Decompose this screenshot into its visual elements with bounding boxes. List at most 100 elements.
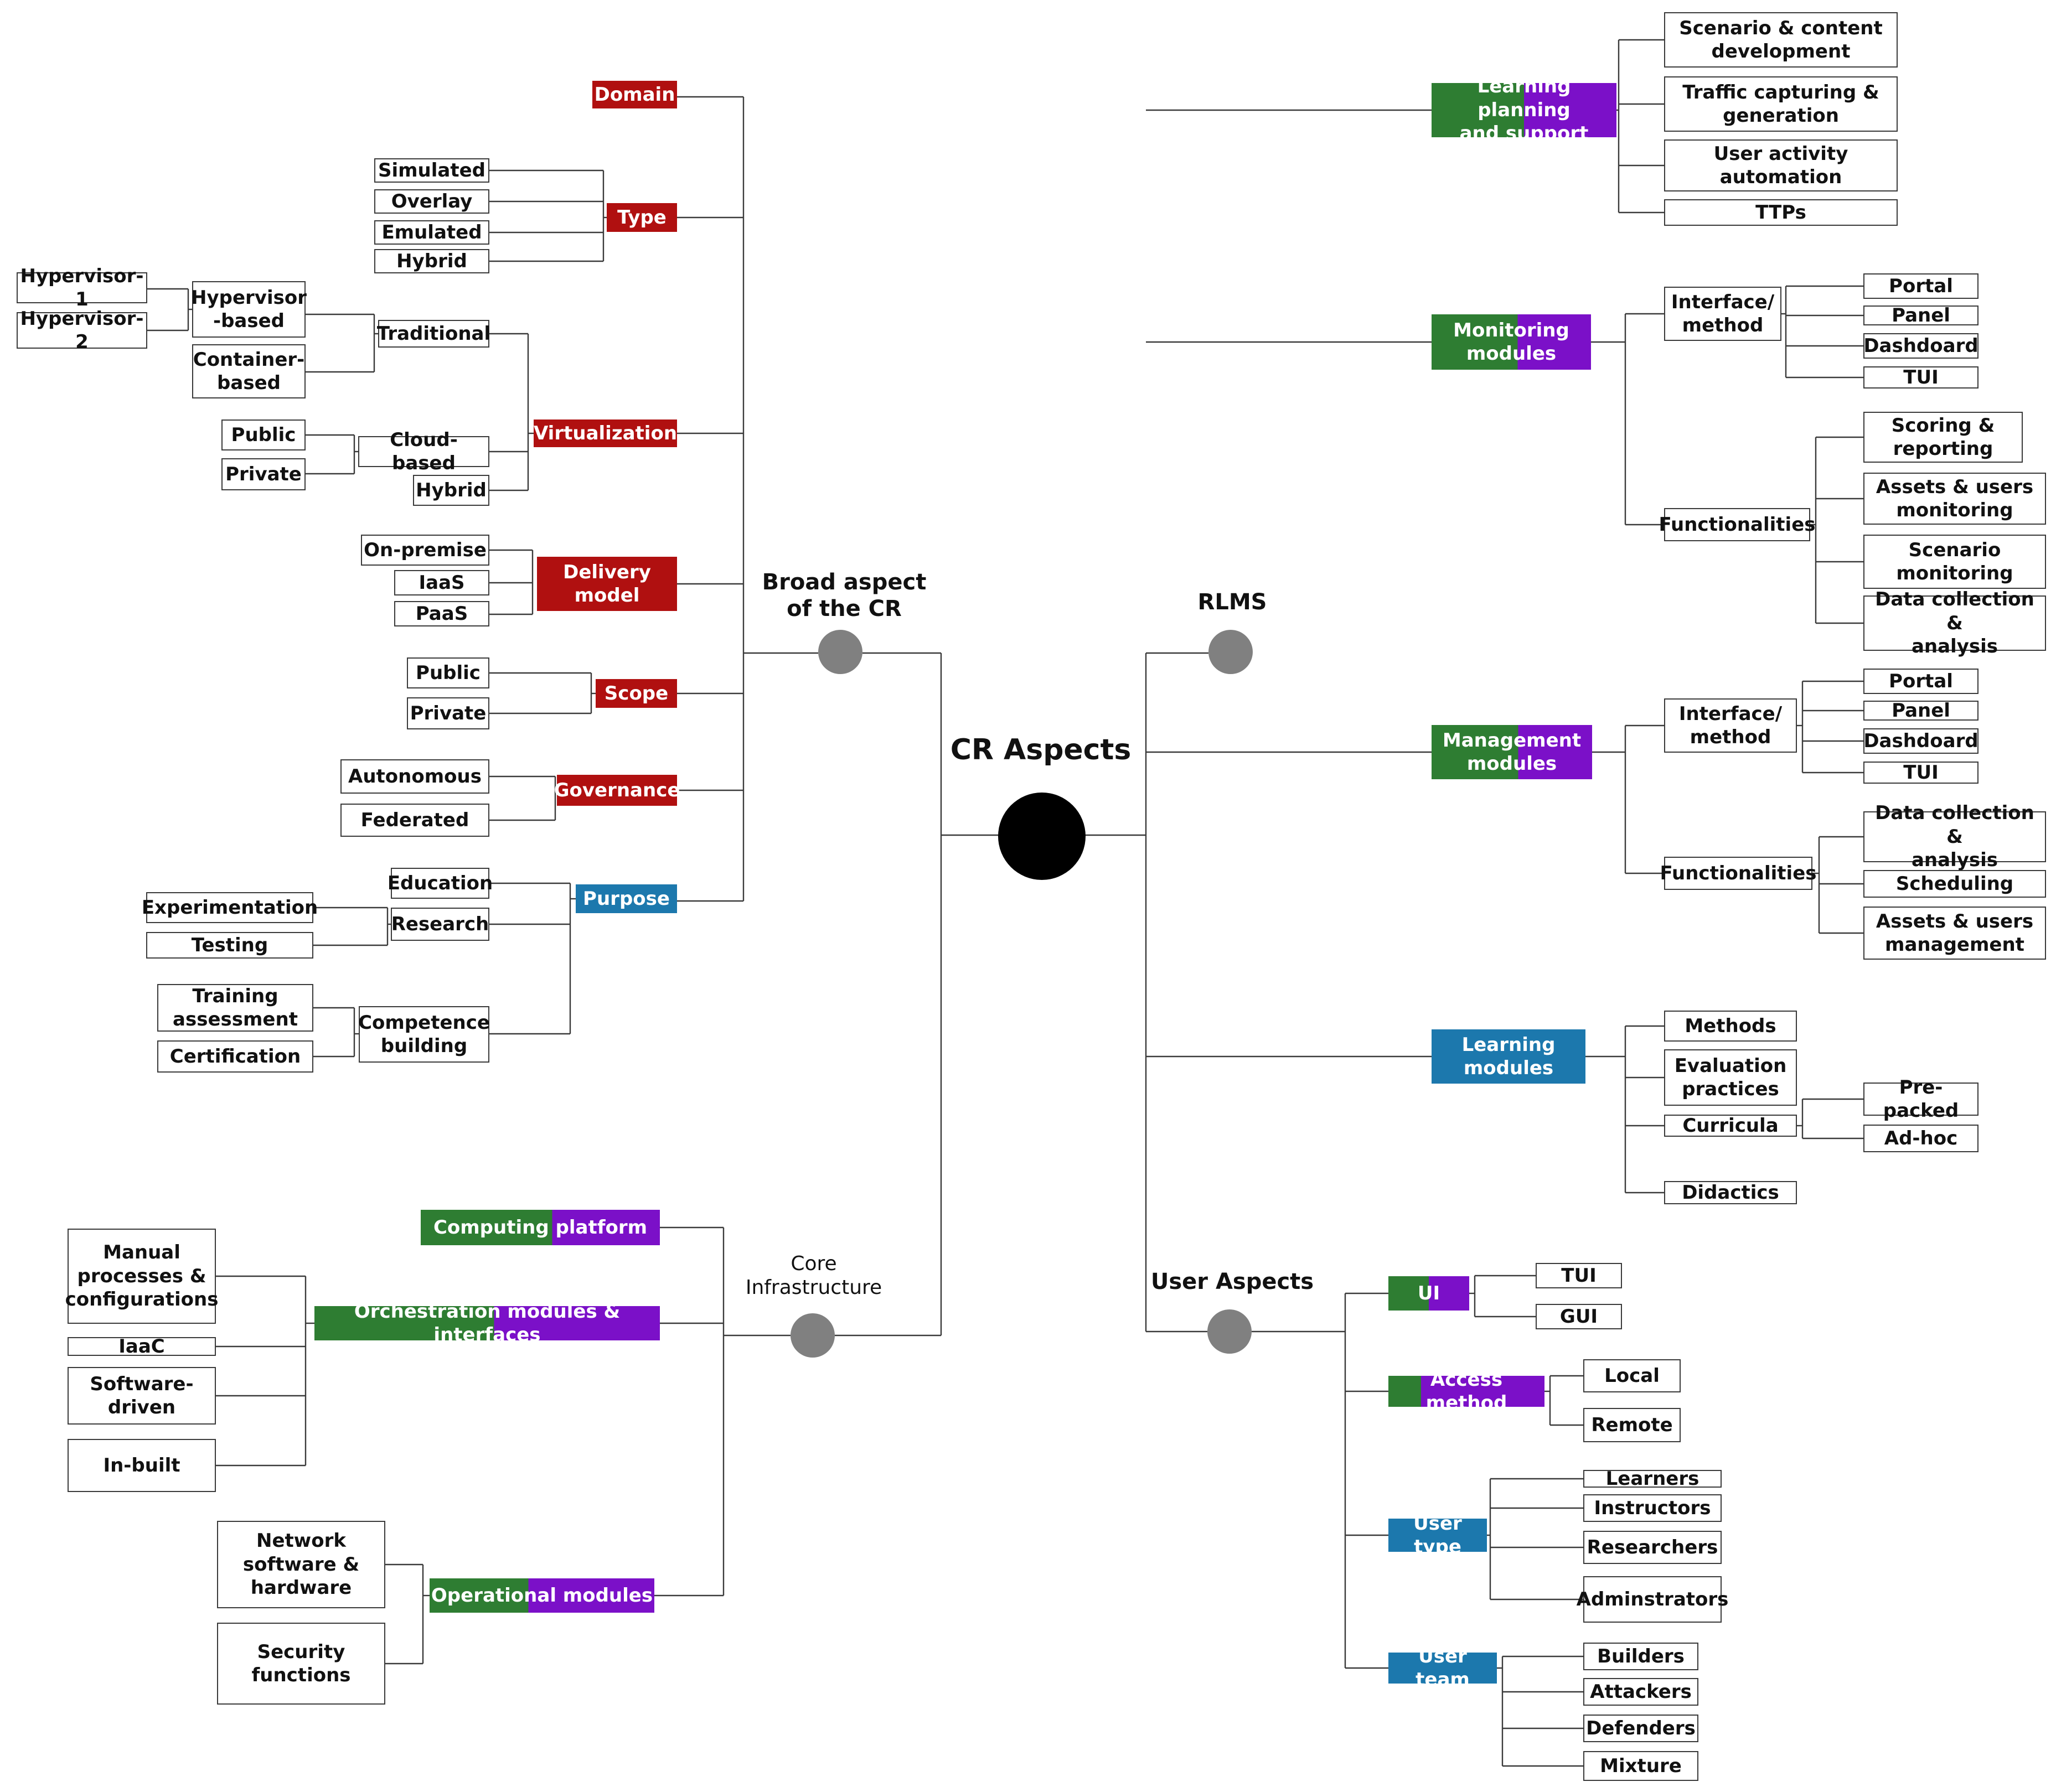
lp-traffic-capturing-generation: Traffic capturing & generation <box>1664 76 1898 132</box>
virtualization-node: Virtualization <box>534 419 677 447</box>
orchestration-modules-node: Orchestration modules & interfaces <box>314 1301 660 1346</box>
mon-func-data-collection-analysis: Data collection & analysis <box>1863 588 2046 657</box>
purpose-competence-building: Competence building <box>358 1006 490 1063</box>
type-emulated: Emulated <box>374 220 489 245</box>
type-hybrid: Hybrid <box>374 249 489 273</box>
hypervisor-based-node: Hypervisor -based <box>191 281 307 338</box>
governance-autonomous: Autonomous <box>340 759 489 794</box>
management-interface-method: Interface/ method <box>1664 698 1797 753</box>
rlms-node <box>1208 630 1253 674</box>
traditional-node: Traditional <box>377 320 490 348</box>
mgmt-interface-tui: TUI <box>1863 762 1978 784</box>
virtualization-hybrid: Hybrid <box>413 475 489 506</box>
orchestration-manual-processes: Manual processes & configurations <box>65 1229 218 1324</box>
management-functionalities: Functionalities <box>1660 857 1817 890</box>
lm-evaluation-practices: Evaluation practices <box>1664 1049 1797 1106</box>
lm-curricula: Curricula <box>1664 1115 1797 1137</box>
mgmt-interface-dashdoard: Dashdoard <box>1863 728 1978 754</box>
delivery-iaas: IaaS <box>394 570 489 595</box>
ui-tui: TUI <box>1536 1263 1622 1288</box>
operational-network-software-hardware: Network software & hardware <box>217 1521 385 1608</box>
lp-user-activity-automation: User activity automation <box>1664 139 1898 191</box>
cloud-public: Public <box>221 419 306 450</box>
governance-federated: Federated <box>340 804 489 837</box>
purpose-research: Research <box>391 908 489 941</box>
competence-training-assessment: Training assessment <box>157 984 313 1032</box>
curricula-pre-packed: Pre-packed <box>1863 1076 1978 1122</box>
purpose-education: Education <box>388 868 493 899</box>
scope-node: Scope <box>596 679 677 708</box>
user-type-node: User type <box>1388 1513 1487 1558</box>
center-node <box>998 793 1086 880</box>
cloud-based-node: Cloud-based <box>358 429 489 474</box>
user-type-learners: Learners <box>1583 1468 1722 1490</box>
ui-node: UI <box>1388 1276 1469 1311</box>
mgmt-func-assets-users-management: Assets & users management <box>1863 907 2046 960</box>
mgmt-interface-portal: Portal <box>1863 669 1978 694</box>
rlms-label: RLMS <box>1197 589 1267 615</box>
access-method-node: Access method <box>1388 1369 1544 1414</box>
monitoring-functionalities: Functionalities <box>1659 508 1816 541</box>
domain-node: Domain <box>592 81 677 108</box>
delivery-paas: PaaS <box>394 601 489 626</box>
user-type-instructors: Instructors <box>1583 1494 1722 1522</box>
mgmt-func-scheduling: Scheduling <box>1863 870 2046 898</box>
core-infrastructure-node <box>791 1313 835 1358</box>
access-remote: Remote <box>1583 1408 1681 1442</box>
purpose-node: Purpose <box>576 884 677 913</box>
monitoring-modules-node: Monitoring modules <box>1432 314 1591 370</box>
mon-interface-panel: Panel <box>1863 304 1978 327</box>
computing-platform-node: Computing platform <box>421 1210 660 1245</box>
lm-didactics: Didactics <box>1664 1181 1797 1204</box>
diagram-title: CR Aspects <box>950 733 1132 766</box>
mon-interface-portal: Portal <box>1863 273 1978 299</box>
monitoring-interface-method: Interface/ method <box>1664 287 1781 341</box>
learning-planning-support-node: Learning planning and support <box>1432 75 1616 144</box>
curricula-ad-hoc: Ad-hoc <box>1863 1125 1978 1152</box>
governance-node: Governance <box>554 775 680 806</box>
scope-private: Private <box>407 697 489 729</box>
mon-interface-dashdoard: Dashdoard <box>1863 333 1978 359</box>
user-team-defenders: Defenders <box>1583 1715 1698 1742</box>
operational-security-functions: Security functions <box>217 1623 385 1705</box>
research-testing: Testing <box>146 932 313 959</box>
type-node: Type <box>607 203 677 232</box>
mgmt-interface-panel: Panel <box>1863 700 1978 722</box>
orchestration-software-driven: Software- driven <box>68 1367 216 1425</box>
user-aspects-node <box>1207 1309 1252 1354</box>
scope-public: Public <box>407 657 489 688</box>
user-team-attackers: Attackers <box>1583 1678 1698 1706</box>
competence-certification: Certification <box>157 1040 313 1073</box>
lm-methods: Methods <box>1664 1011 1797 1042</box>
user-aspects-label: User Aspects <box>1150 1269 1314 1294</box>
operational-modules-node: Operational modules <box>430 1578 654 1613</box>
mgmt-func-data-collection-analysis: Data collection & analysis <box>1863 802 2046 871</box>
user-type-adminstrators: Adminstrators <box>1577 1576 1728 1623</box>
mon-func-scoring-reporting: Scoring & reporting <box>1863 412 2023 463</box>
hypervisor-2-node: Hypervisor-2 <box>17 308 147 353</box>
user-type-researchers: Researchers <box>1583 1531 1722 1564</box>
orchestration-in-built: In-built <box>68 1439 216 1492</box>
type-overlay: Overlay <box>374 189 489 214</box>
learning-modules-node: Learning modules <box>1432 1029 1585 1084</box>
access-local: Local <box>1583 1359 1681 1392</box>
user-team-builders: Builders <box>1583 1643 1698 1670</box>
broad-aspect-node <box>818 630 862 674</box>
mon-interface-tui: TUI <box>1863 366 1978 389</box>
user-team-mixture: Mixture <box>1583 1751 1698 1781</box>
management-modules-node: Management modules <box>1432 725 1592 779</box>
mon-func-scenario-monitoring: Scenario monitoring <box>1863 535 2046 589</box>
type-simulated: Simulated <box>374 158 489 183</box>
ui-gui: GUI <box>1536 1304 1622 1329</box>
mon-func-assets-users-monitoring: Assets & users monitoring <box>1863 473 2046 525</box>
delivery-model-node: Delivery model <box>537 557 677 611</box>
research-experimentation: Experimentation <box>142 892 318 923</box>
delivery-on-premise: On-premise <box>361 535 489 566</box>
orchestration-iaac: IaaC <box>68 1335 216 1358</box>
lp-scenario-content-development: Scenario & content development <box>1664 12 1898 68</box>
cloud-private: Private <box>221 458 306 490</box>
broad-aspect-label: Broad aspect of the CR <box>762 569 927 621</box>
lp-ttps: TTPs <box>1664 199 1898 226</box>
